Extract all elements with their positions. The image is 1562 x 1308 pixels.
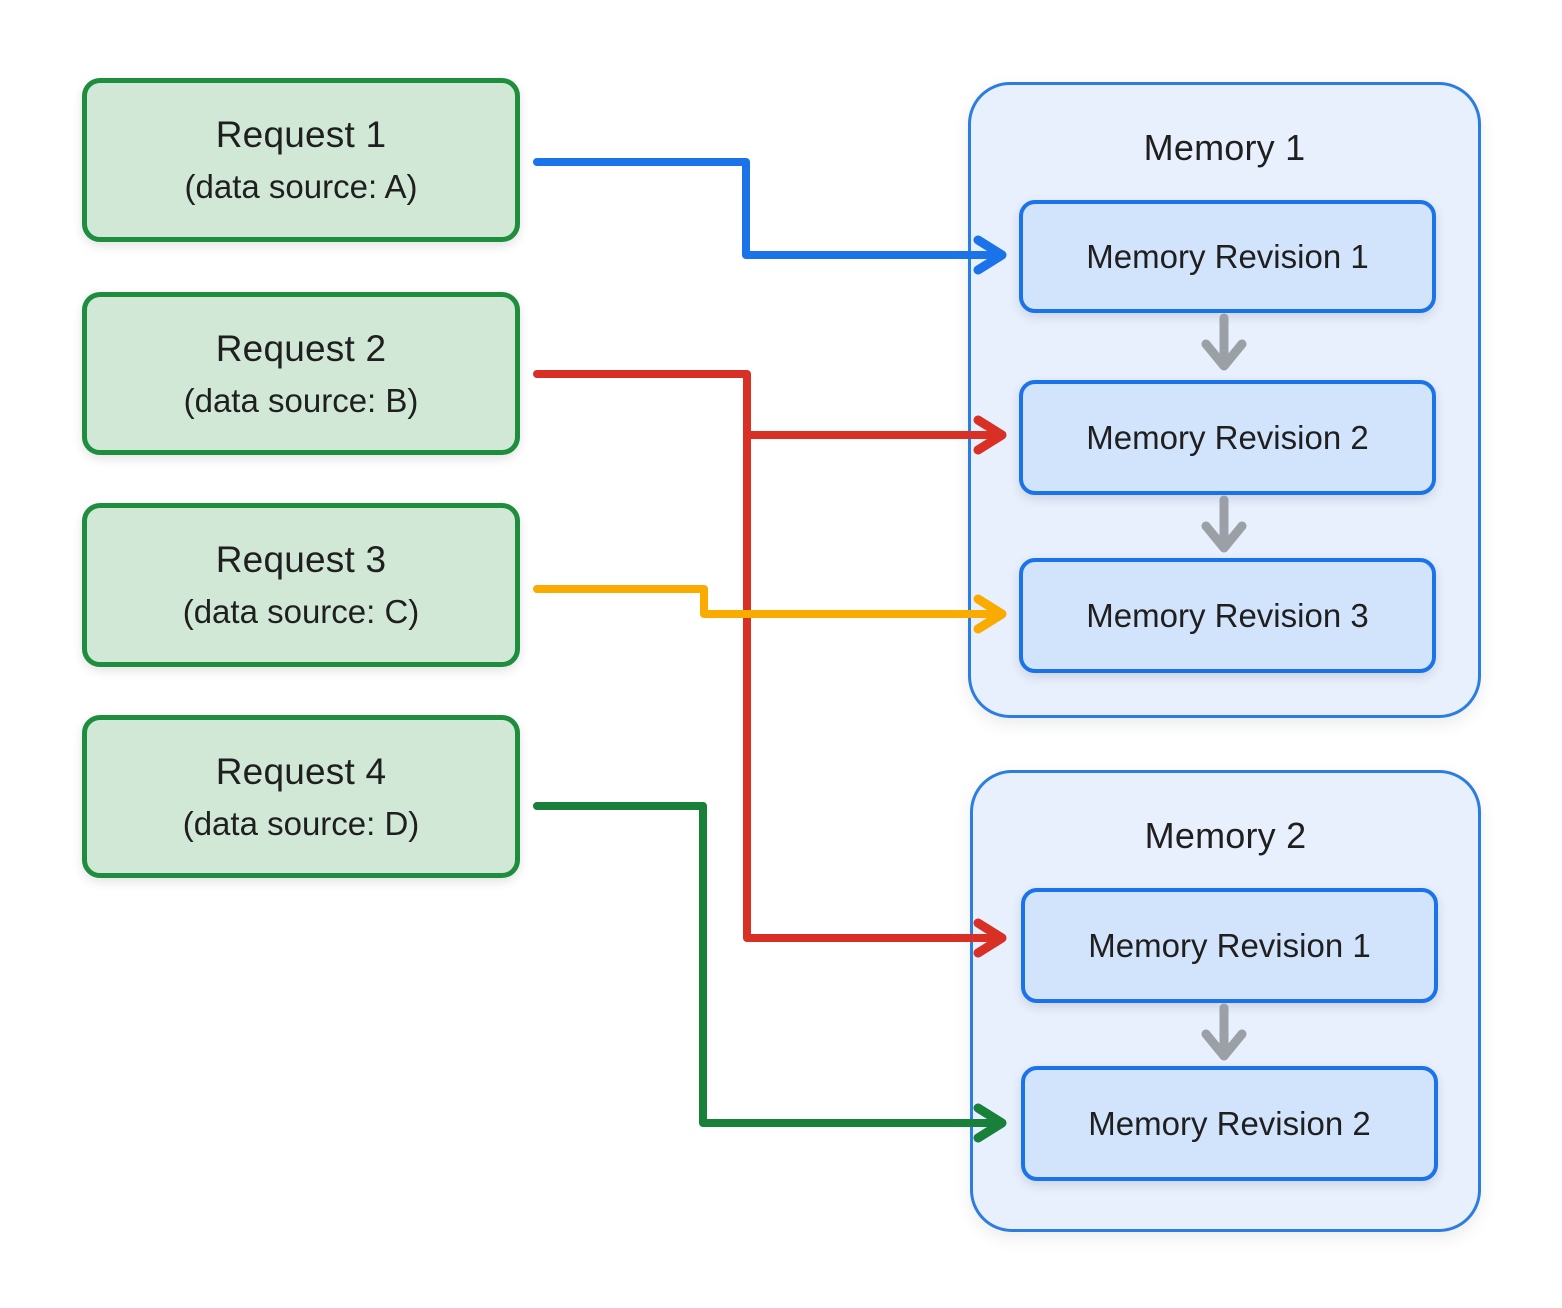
request-1-box: Request 1 (data source: A)	[82, 78, 520, 242]
memory-1-title: Memory 1	[1143, 127, 1306, 168]
request-4-title: Request 4	[215, 750, 387, 792]
request-3-title: Request 3	[215, 539, 387, 580]
arrow-request1-to-memory1-rev1	[533, 158, 1007, 275]
memory-1-revision-1-box: Memory Revision 1	[1019, 200, 1436, 313]
yellow-arrow-line	[533, 585, 996, 618]
memory-1-revision-2-box: Memory Revision 2	[1019, 380, 1436, 495]
blue-arrow-line	[533, 158, 996, 259]
memory-1-revision-2-label: Memory Revision 2	[1086, 418, 1369, 456]
memory-2-revision-2-box: Memory Revision 2	[1021, 1066, 1438, 1181]
red-arrow-line	[533, 370, 996, 942]
green-arrow-line	[533, 802, 996, 1127]
memory-2-container: Memory 2 Memory Revision 1 Memory Revisi…	[970, 770, 1481, 1232]
memory-2-revision-2-label: Memory Revision 2	[1088, 1104, 1371, 1142]
request-2-title: Request 2	[215, 327, 387, 369]
memory-2-revision-1-label: Memory Revision 1	[1088, 926, 1371, 964]
request-4-subtitle: (data source: D)	[182, 804, 420, 842]
memory-2-title: Memory 2	[1144, 815, 1307, 856]
request-2-subtitle: (data source: B)	[183, 381, 419, 419]
memory-1-revision-1-label: Memory Revision 1	[1086, 237, 1369, 275]
request-1-title: Request 1	[215, 114, 387, 155]
arrow-request4-to-memory2-rev2	[533, 802, 1007, 1143]
memory-1-revision-3-box: Memory Revision 3	[1019, 558, 1436, 673]
memory-1-revision-3-label: Memory Revision 3	[1086, 596, 1369, 634]
arrow-request2-to-memory1-rev2	[743, 415, 1007, 455]
request-3-box: Request 3 (data source: C)	[82, 503, 520, 667]
arrow-request3-to-memory1-rev3	[533, 585, 1007, 634]
request-2-box: Request 2 (data source: B)	[82, 292, 520, 455]
request-4-box: Request 4 (data source: D)	[82, 715, 520, 878]
memory-1-container: Memory 1 Memory Revision 1 Memory Revisi…	[968, 82, 1481, 718]
request-3-subtitle: (data source: C)	[182, 593, 420, 630]
arrow-request2-to-memory2-rev1	[533, 370, 1007, 958]
request-1-subtitle: (data source: A)	[184, 168, 418, 205]
memory-2-revision-1-box: Memory Revision 1	[1021, 888, 1438, 1003]
